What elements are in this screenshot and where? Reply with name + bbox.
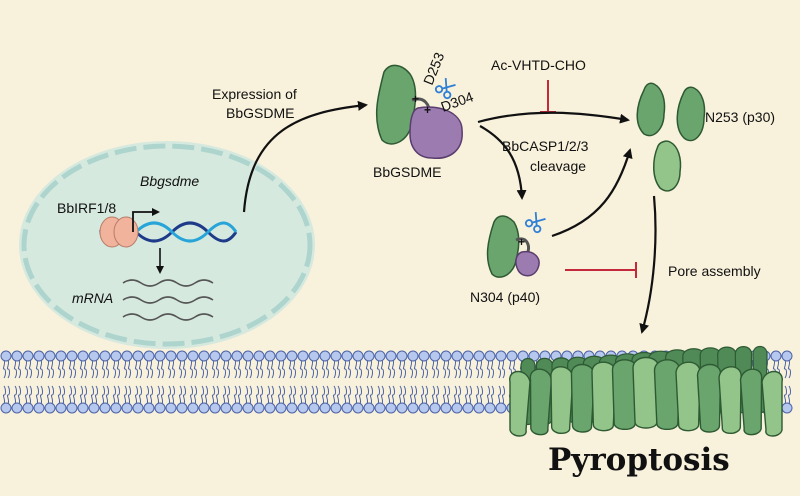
cleavage-label-line1: BbCASP1/2/3 xyxy=(502,138,589,154)
protein-label: BbGSDME xyxy=(373,164,441,180)
pore-assembly-arrow xyxy=(639,195,657,334)
cleave-mark-n304: + xyxy=(518,235,525,249)
inhibitor-label: Ac-VHTD-CHO xyxy=(491,57,586,73)
n253-fragment-1 xyxy=(636,82,666,137)
gene-label: Bbgsdme xyxy=(140,173,199,189)
outcome-label: Pyroptosis xyxy=(548,442,730,478)
inhibition-symbol-caspase xyxy=(540,80,556,113)
transcription-start-arrow xyxy=(132,208,160,232)
cleave-mark-d304: + xyxy=(424,103,431,117)
site-d304-label: D304 xyxy=(439,88,476,115)
pore-assembly-label: Pore assembly xyxy=(668,263,761,279)
cell-membrane-bilayer xyxy=(0,350,793,414)
mrna-strands xyxy=(122,279,214,321)
cleavage-label-line2: cleavage xyxy=(530,158,586,174)
site-d253-label: D253 xyxy=(420,50,447,87)
cleavage-arrow-to-n304 xyxy=(479,125,527,200)
n253-label: N253 (p30) xyxy=(705,109,775,125)
scissors-icon-n304 xyxy=(523,209,549,235)
irf-transcription-factor xyxy=(99,216,139,248)
gasdermin-pore xyxy=(509,345,783,437)
expression-label-line2: BbGSDME xyxy=(226,105,294,121)
cleavage-arrow-to-n253 xyxy=(477,111,630,124)
n253-fragment-3 xyxy=(653,140,682,192)
factor-label: BbIRF1/8 xyxy=(57,200,116,216)
nucleus xyxy=(19,141,315,349)
cleave-mark-d253: + xyxy=(412,92,419,106)
mrna-label: mRNA xyxy=(72,290,113,306)
expression-label-line1: Expression of xyxy=(212,86,297,102)
bbgsdme-full-length: + + xyxy=(375,64,463,159)
expression-arrow xyxy=(242,100,368,213)
n253-fragment-2 xyxy=(676,86,706,142)
inhibition-symbol-n304 xyxy=(565,262,637,278)
arrow-n304-to-n253 xyxy=(551,148,633,238)
n304-fragment: + xyxy=(486,209,549,278)
n304-label: N304 (p40) xyxy=(470,289,540,305)
